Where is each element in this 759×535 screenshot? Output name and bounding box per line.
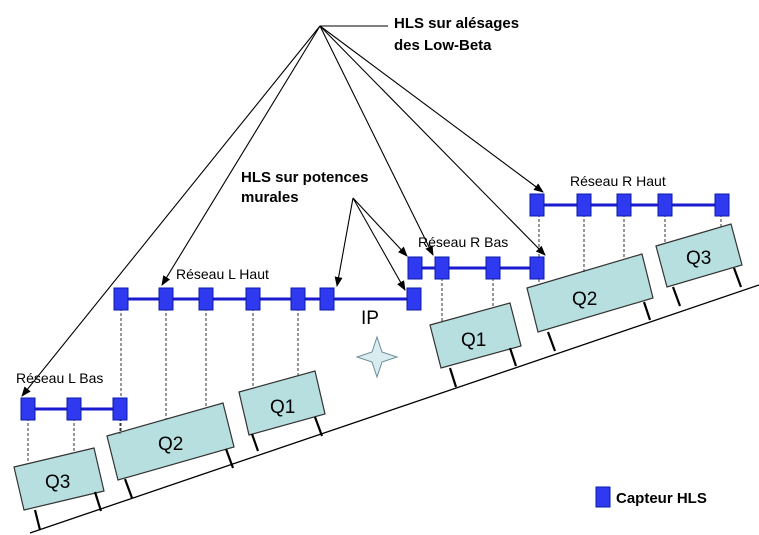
hls-sensor [112, 397, 128, 421]
hls-sensor [485, 256, 501, 280]
callout-arrows-walls [334, 197, 408, 291]
sensors-l-haut [113, 287, 422, 311]
hls-sensor [576, 193, 592, 217]
magnet-label: Q3 [45, 472, 70, 493]
hls-sensor [407, 256, 423, 280]
tunnel-floor-line [29, 284, 759, 534]
magnet-right-q3: Q3 [655, 223, 743, 307]
magnet-label: Q2 [572, 289, 597, 310]
sensors-l-bas [20, 397, 128, 421]
callout-bores-line1: HLS sur alésages [394, 15, 519, 32]
magnet-label: Q3 [686, 248, 711, 269]
sensors-r-haut [529, 193, 730, 217]
magnet-left-q1: Q1 [238, 370, 326, 452]
hls-sensor [714, 193, 730, 217]
hls-sensor [245, 287, 261, 311]
sensors-r-bas [407, 256, 545, 280]
legend-label: Capteur HLS [616, 490, 707, 507]
magnet-label: Q2 [158, 434, 183, 455]
hls-sensor [158, 287, 174, 311]
hls-sensor [657, 193, 673, 217]
magnet-label: Q1 [461, 330, 486, 351]
hls-sensor [198, 287, 214, 311]
callout-walls-line1: HLS sur potences [241, 169, 369, 186]
network-label-r-bas: Réseau R Bas [418, 234, 508, 250]
callout-walls-line2: murales [241, 189, 299, 206]
legend: Capteur HLS [595, 486, 707, 508]
ip-star-icon [355, 335, 399, 379]
ip-label: IP [361, 308, 379, 329]
hls-sensor [290, 287, 306, 311]
magnet-label: Q1 [270, 397, 295, 418]
magnet-left-q2: Q2 [106, 402, 235, 499]
hls-sensor [406, 287, 422, 311]
callout-bores-line2: des Low-Beta [394, 37, 492, 54]
sensor-drop-lines [27, 214, 722, 462]
hls-sensor [616, 193, 632, 217]
hls-sensor [66, 397, 82, 421]
network-label-r-haut: Réseau R Haut [570, 173, 666, 189]
magnet-right-q1: Q1 [429, 302, 522, 388]
callout-arrows-bores [21, 25, 546, 397]
hls-sensor [20, 397, 36, 421]
network-label-l-bas: Réseau L Bas [16, 370, 103, 386]
hls-sensor [529, 256, 545, 280]
hls-sensor [113, 287, 129, 311]
magnet-left-q3: Q3 [13, 447, 105, 531]
legend-swatch-icon [595, 486, 611, 508]
magnet-right-q2: Q2 [526, 253, 654, 352]
network-label-l-haut: Réseau L Haut [176, 266, 269, 282]
hls-sensor [434, 256, 450, 280]
hls-sensor [529, 193, 545, 217]
hls-sensor [319, 287, 335, 311]
